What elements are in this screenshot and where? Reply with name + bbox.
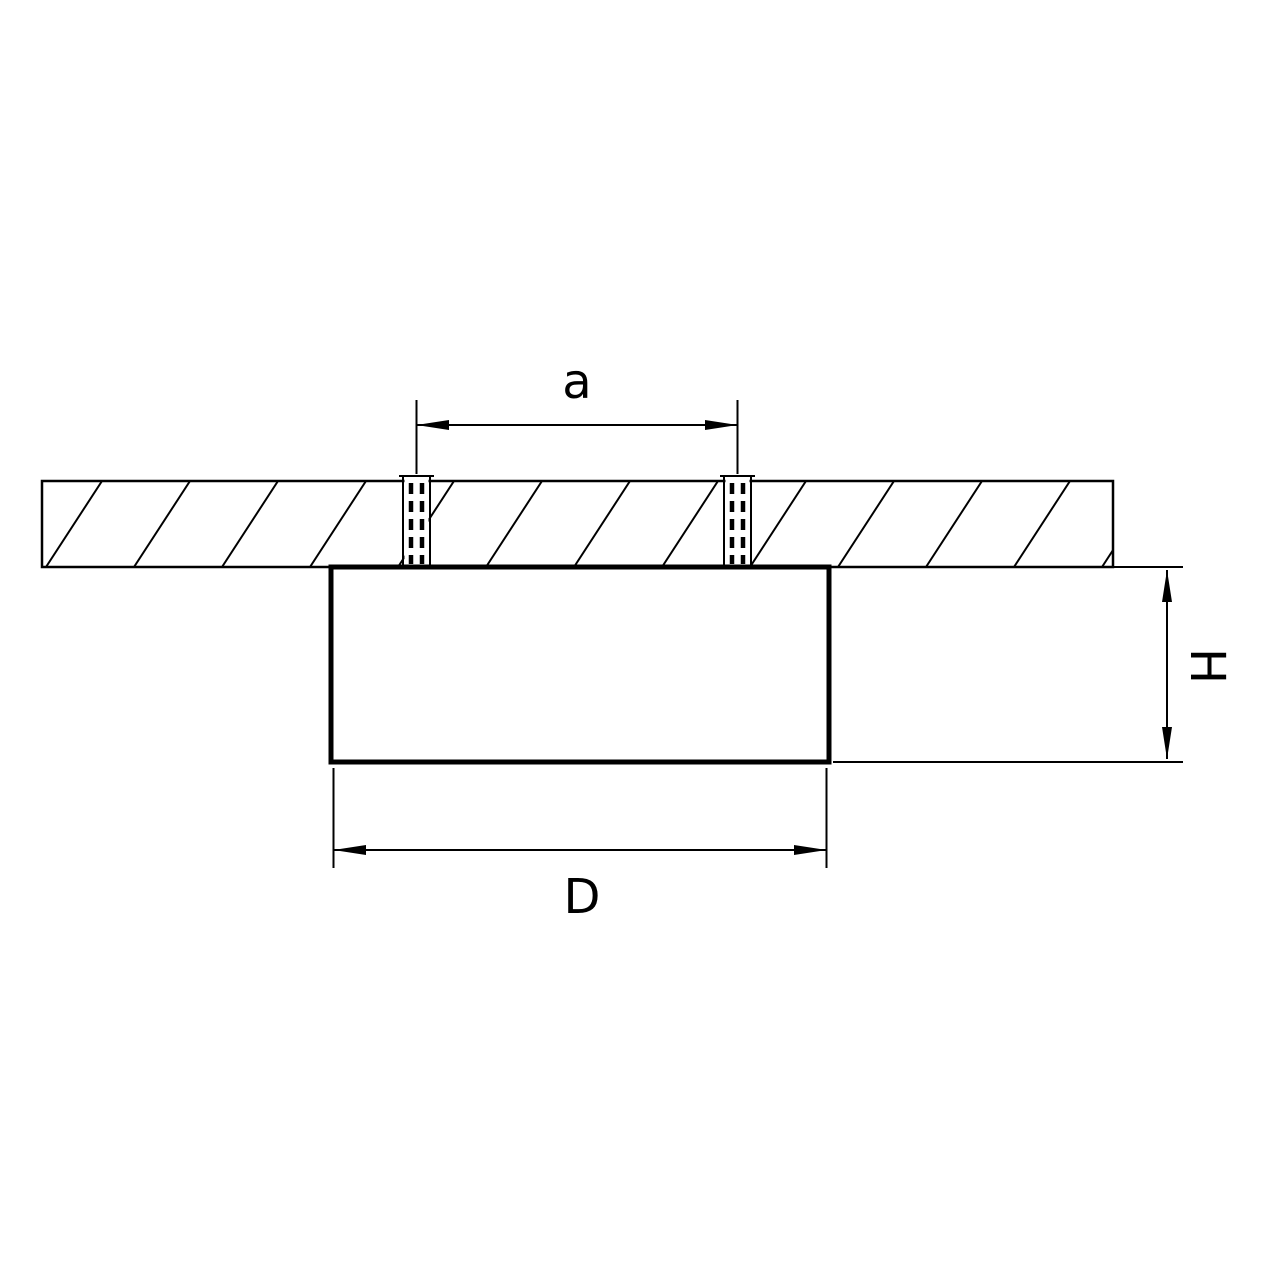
dimension-a-arrow-left — [416, 420, 449, 430]
dimension-a-arrow-right — [705, 420, 738, 430]
mounting-clip-left — [399, 474, 434, 567]
dimension-h: H — [833, 566, 1235, 763]
dimension-h-arrow-bottom — [1162, 727, 1172, 759]
dimension-a: a — [415, 354, 739, 474]
dimension-d: D — [332, 768, 828, 925]
dimension-h-label: H — [1179, 648, 1235, 684]
ceiling-slab-hatch — [42, 481, 1113, 567]
ceiling-slab — [40, 479, 1115, 569]
dimension-d-arrow-right — [794, 845, 827, 855]
dimension-d-label: D — [564, 869, 601, 925]
dimension-d-arrow-left — [333, 845, 366, 855]
clip-right-clearfield — [725, 474, 750, 565]
dimension-h-arrow-top — [1162, 570, 1172, 602]
fixture-body — [328, 564, 832, 765]
mounting-clip-right — [720, 474, 755, 567]
clip-left-clearfield — [404, 474, 429, 565]
dimension-a-label: a — [562, 354, 591, 410]
